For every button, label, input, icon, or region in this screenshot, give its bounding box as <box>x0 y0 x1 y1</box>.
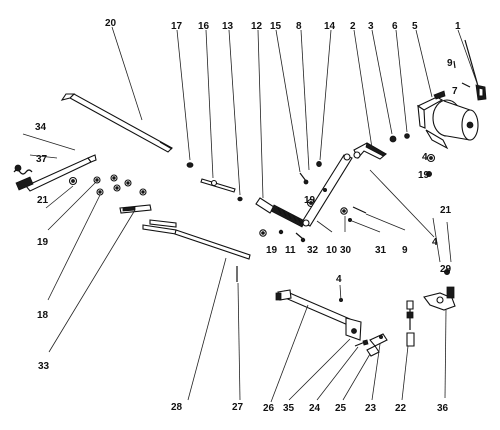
pin-11 <box>278 229 284 235</box>
label-21-right: 21 <box>440 205 452 216</box>
part-16-pin <box>200 178 236 193</box>
part-22-bolt <box>406 300 415 347</box>
part-1-clip <box>464 39 487 101</box>
label-10: 10 <box>326 245 338 256</box>
label-7: 7 <box>452 86 458 97</box>
label-18: 18 <box>37 310 49 321</box>
label-37: 37 <box>36 154 48 165</box>
label-13: 13 <box>222 21 234 32</box>
nut-13 <box>237 196 243 202</box>
part-36-bracket <box>423 286 456 311</box>
nut-21-right <box>443 268 450 275</box>
label-9-mid: 9 <box>402 245 408 256</box>
label-2: 2 <box>350 21 356 32</box>
label-23: 23 <box>365 403 377 414</box>
nut-17 <box>186 162 194 168</box>
label-4-top: 4 <box>422 152 428 163</box>
label-19-mid: 19 <box>304 195 316 206</box>
label-30: 30 <box>340 245 352 256</box>
label-35: 35 <box>283 403 295 414</box>
part-26-shaft <box>275 289 362 341</box>
label-36: 36 <box>437 403 449 414</box>
label-32: 32 <box>307 245 319 256</box>
pin-9-top <box>453 60 456 69</box>
label-4-mid: 4 <box>432 237 438 248</box>
nut-3 <box>389 135 397 143</box>
label-34: 34 <box>35 122 47 133</box>
small-hardware <box>68 60 471 302</box>
label-5: 5 <box>412 21 418 32</box>
label-20: 20 <box>105 18 117 29</box>
part-23-linkage <box>354 333 388 357</box>
label-33: 33 <box>38 361 50 372</box>
label-24: 24 <box>309 403 321 414</box>
label-8: 8 <box>296 21 302 32</box>
leader-lines <box>22 26 479 403</box>
label-12: 12 <box>251 21 263 32</box>
label-3: 3 <box>368 21 374 32</box>
label-21-left: 21 <box>37 195 49 206</box>
label-19-lower: 19 <box>266 245 278 256</box>
label-31: 31 <box>375 245 387 256</box>
label-19-left: 19 <box>37 237 49 248</box>
label-29: 29 <box>440 264 452 275</box>
callout-labels: 20 17 16 13 12 15 8 14 2 3 6 5 1 9 7 4 1… <box>35 18 461 414</box>
part-34-lever <box>13 154 97 192</box>
part-20-long-rod <box>60 93 173 153</box>
part-12-spring-bar <box>255 197 306 228</box>
label-11: 11 <box>285 245 296 256</box>
label-6: 6 <box>392 21 398 32</box>
nut-6 <box>404 133 410 139</box>
part-28-bent-rod <box>142 219 251 260</box>
part-2-crank <box>353 142 387 160</box>
label-19-right: 19 <box>418 170 430 181</box>
label-25: 25 <box>335 403 347 414</box>
label-4-lower: 4 <box>336 274 342 285</box>
nut-14 <box>316 160 322 167</box>
part-5-housing <box>416 90 479 150</box>
label-17: 17 <box>171 21 183 32</box>
pin-31 <box>347 217 352 222</box>
pin-32 <box>295 232 304 240</box>
part-33-bracket <box>119 204 152 214</box>
label-28: 28 <box>171 402 183 413</box>
pin-15 <box>299 172 307 182</box>
label-26: 26 <box>263 403 275 414</box>
label-22: 22 <box>395 403 407 414</box>
label-15: 15 <box>270 21 282 32</box>
label-14: 14 <box>324 21 336 32</box>
pin-9-mid <box>352 206 367 214</box>
part-10-link <box>301 153 353 227</box>
label-9-top: 9 <box>447 58 453 69</box>
label-1: 1 <box>455 21 461 32</box>
label-27: 27 <box>232 402 244 413</box>
label-16: 16 <box>198 21 210 32</box>
pin-7 <box>461 82 471 88</box>
